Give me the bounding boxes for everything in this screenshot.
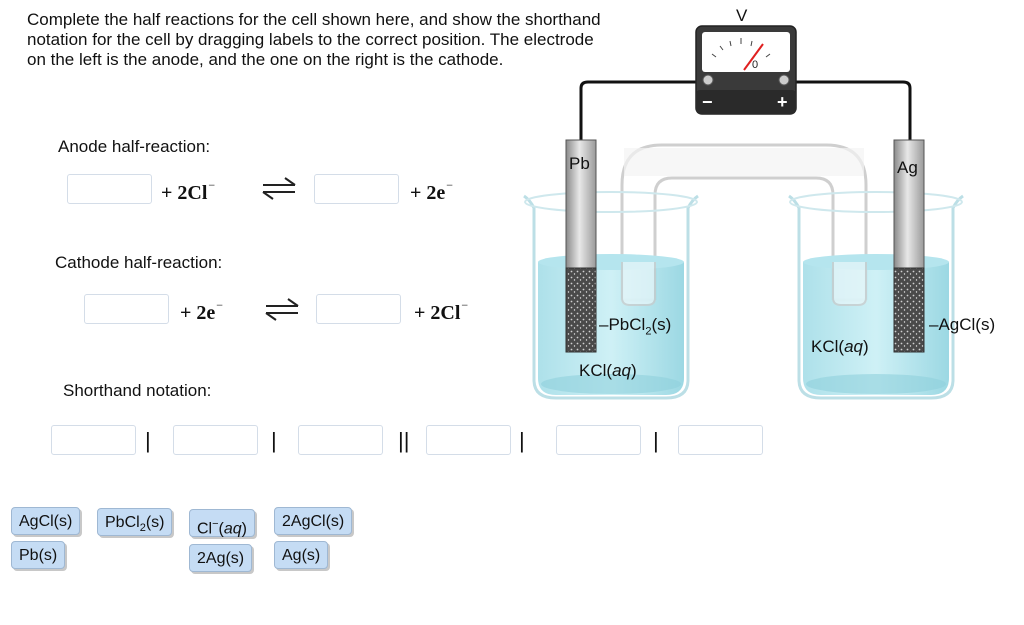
shorthand-slot-2[interactable] [173, 425, 258, 455]
left-electrode-label: Pb [569, 154, 590, 173]
meter-zero: 0 [752, 59, 758, 71]
cathode-label: Cathode half-reaction: [55, 253, 223, 272]
instructions-text: Complete the half reactions for the cell… [27, 10, 601, 69]
right-electrode-label: Ag [897, 158, 918, 177]
anode-product-term: + 2e− [410, 178, 454, 204]
salt-bridge-right-leg [832, 262, 867, 306]
left-solution-label: KCl(aq) [579, 361, 637, 380]
salt-bridge-left-leg [621, 262, 656, 306]
anode-product-slot[interactable] [314, 174, 399, 204]
salt-bridge-inner [653, 176, 835, 300]
shorthand-slot-3[interactable] [298, 425, 383, 455]
shorthand-separator-4: | [519, 428, 525, 453]
cathode-reactant-slot[interactable] [84, 294, 169, 324]
shorthand-slot-4[interactable] [426, 425, 511, 455]
right-solution-label: KCl(aq) [811, 337, 869, 356]
shorthand-separator-1: | [145, 428, 151, 453]
right-wire [794, 80, 912, 140]
shorthand-slot-1[interactable] [51, 425, 136, 455]
tile-pbcl2-s[interactable]: PbCl2(s) [97, 508, 173, 536]
tile-cl-aq[interactable]: Cl−(aq) [189, 509, 255, 537]
shorthand-slot-5[interactable] [556, 425, 641, 455]
cathode-product-slot[interactable] [316, 294, 401, 324]
tile-ag-s[interactable]: Ag(s) [274, 541, 329, 569]
cathode-reactant-term: + 2e− [180, 298, 224, 324]
shorthand-separator-3: || [398, 428, 410, 453]
shorthand-slot-6[interactable] [678, 425, 763, 455]
shorthand-separator-2: | [271, 428, 277, 453]
left-wire [579, 80, 700, 140]
tile-pb-s[interactable]: Pb(s) [11, 541, 66, 569]
shorthand-separator-5: | [653, 428, 659, 453]
left-coating-label: –PbCl2(s) [599, 315, 672, 338]
anode-equilibrium-arrow-icon [262, 177, 296, 200]
voltmeter [695, 25, 797, 115]
cathode-product-term: + 2Cl− [414, 298, 469, 324]
voltmeter-label: V [736, 6, 748, 25]
tile-2ag-s[interactable]: 2Ag(s) [189, 544, 253, 572]
right-coating-label: –AgCl(s) [929, 315, 996, 334]
anode-reactant-slot[interactable] [67, 174, 152, 204]
meter-plus-terminal: + [777, 92, 788, 112]
meter-minus-terminal: − [702, 92, 713, 112]
tile-2agcl-s[interactable]: 2AgCl(s) [274, 507, 353, 535]
salt-bridge-fill [624, 148, 864, 176]
cathode-equilibrium-arrow-icon [265, 298, 299, 321]
anode-reactant-term: + 2Cl− [161, 178, 216, 204]
shorthand-label: Shorthand notation: [63, 381, 212, 400]
tile-agcl-s[interactable]: AgCl(s) [11, 507, 81, 535]
right-electrode [893, 139, 925, 353]
anode-label: Anode half-reaction: [58, 137, 211, 156]
left-electrode [565, 139, 597, 353]
right-beaker [788, 191, 964, 400]
